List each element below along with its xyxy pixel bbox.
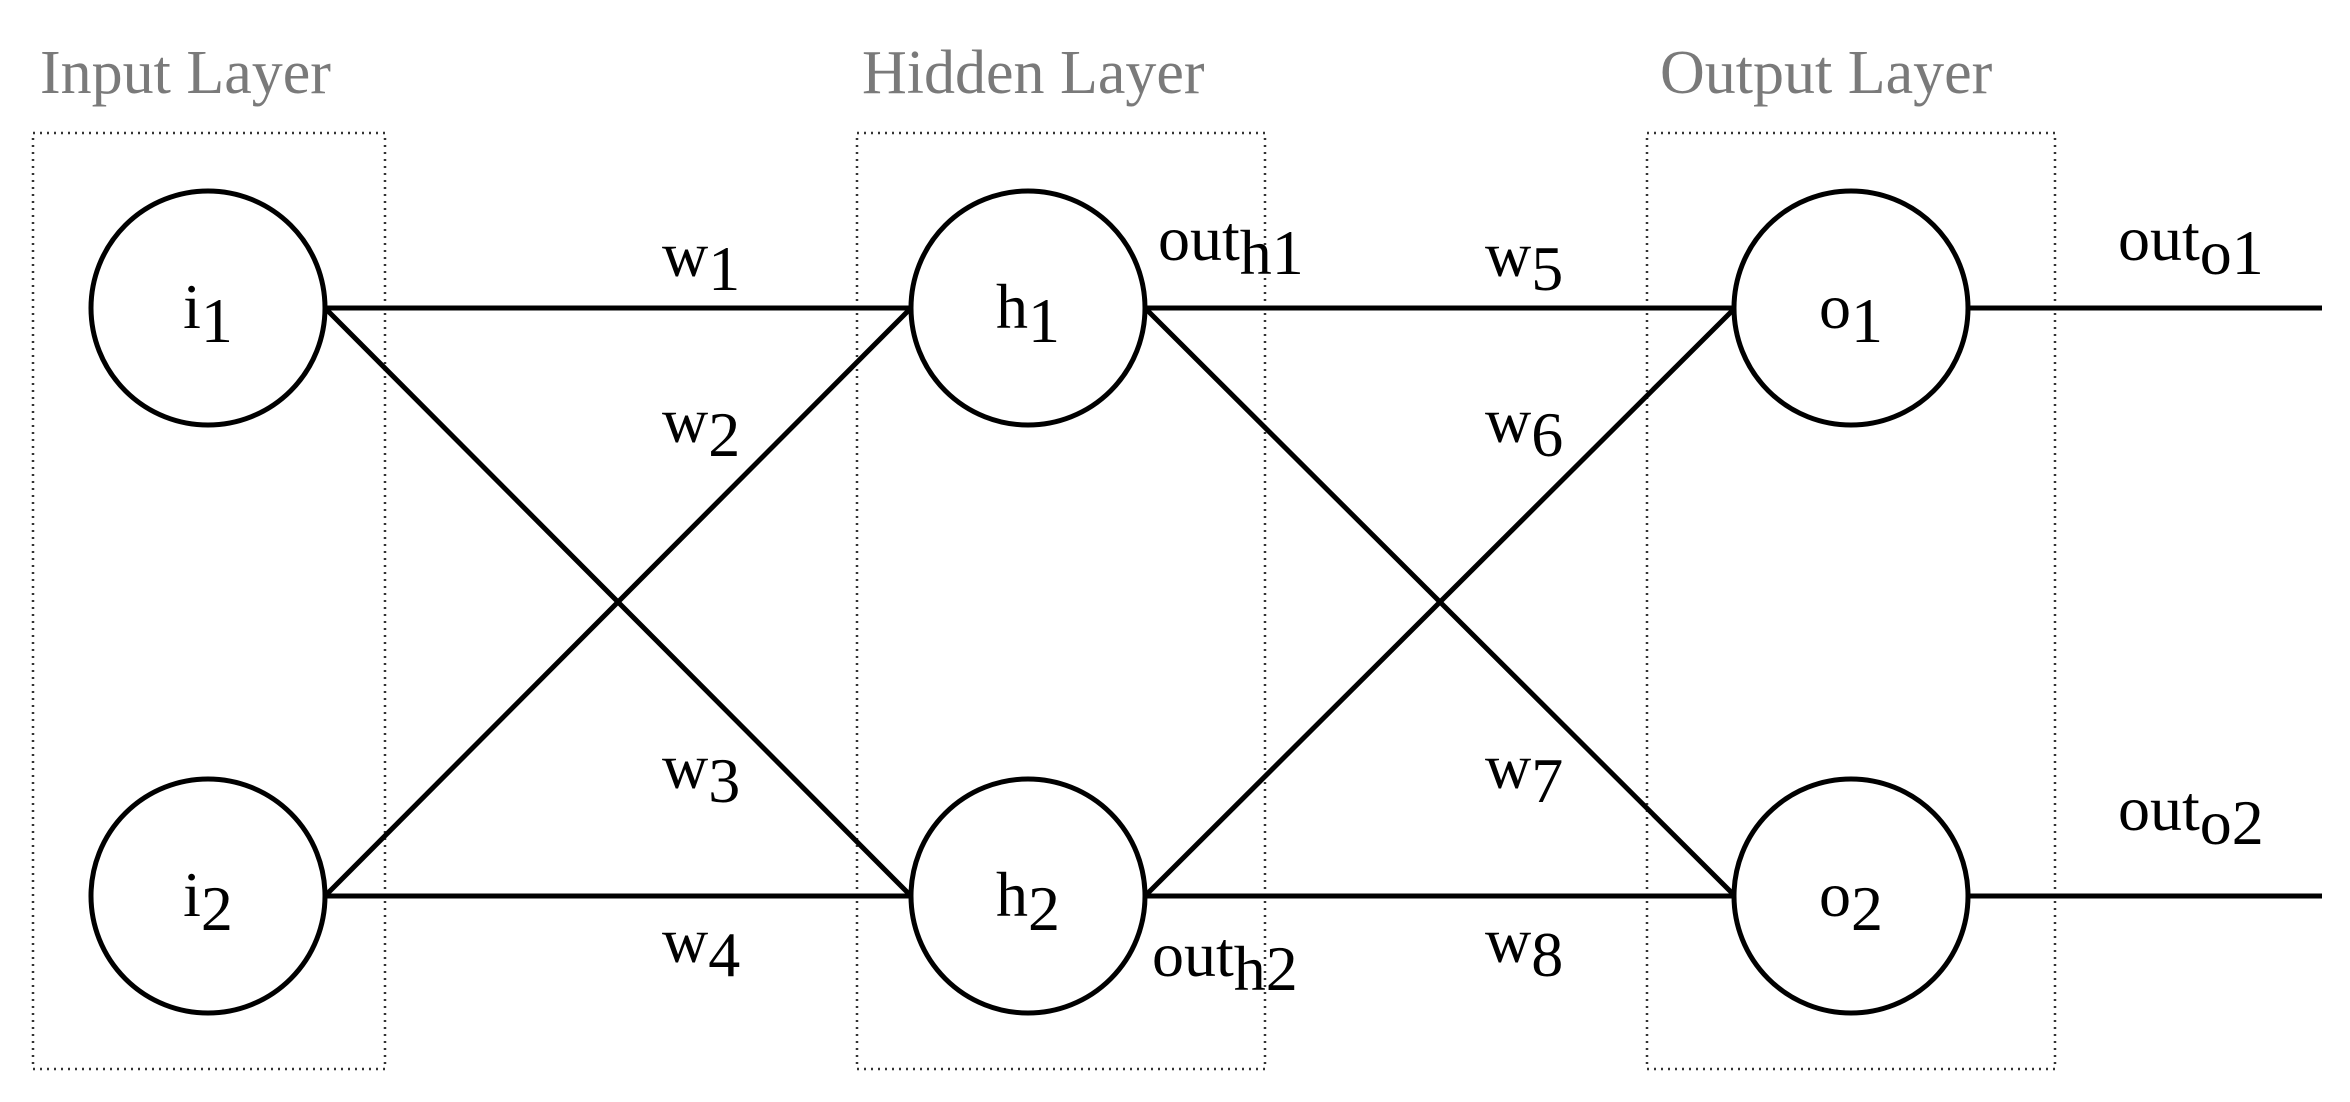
edge-i2-h1 bbox=[323, 306, 913, 898]
weight-label-w3: w3 bbox=[662, 731, 740, 816]
input-layer-box bbox=[31, 131, 387, 1071]
svg-text:i1: i1 bbox=[183, 271, 233, 356]
output-label-out-h1: outh1 bbox=[1158, 203, 1304, 288]
node-i2: i2 bbox=[88, 776, 328, 1016]
node-i1: i1 bbox=[88, 188, 328, 428]
weight-label-w2: w2 bbox=[662, 385, 740, 470]
output-label-out-o2: outo2 bbox=[2118, 773, 2264, 858]
weight-label-w4: w4 bbox=[662, 905, 740, 990]
output-label-out-o1: outo1 bbox=[2118, 203, 2264, 288]
node-o2: o2 bbox=[1731, 776, 1971, 1016]
svg-text:h1: h1 bbox=[996, 271, 1060, 356]
weight-label-w8: w8 bbox=[1485, 905, 1563, 990]
node-h2: h2 bbox=[908, 776, 1148, 1016]
weight-label-w5: w5 bbox=[1485, 219, 1563, 304]
svg-text:i2: i2 bbox=[183, 859, 233, 944]
svg-text:h2: h2 bbox=[996, 859, 1060, 944]
hidden-layer-title: Hidden Layer bbox=[862, 39, 1205, 107]
hidden-layer-box bbox=[855, 131, 1267, 1071]
weight-label-w1: w1 bbox=[662, 219, 740, 304]
output-label-out-h2: outh2 bbox=[1152, 919, 1298, 1004]
output-layer-box bbox=[1645, 131, 2057, 1071]
svg-text:o1: o1 bbox=[1819, 271, 1883, 356]
weight-label-w7: w7 bbox=[1485, 731, 1563, 816]
input-layer-title: Input Layer bbox=[40, 39, 331, 107]
edge-h2-o1 bbox=[1143, 306, 1737, 898]
output-layer-title: Output Layer bbox=[1660, 39, 1993, 107]
node-o1: o1 bbox=[1731, 188, 1971, 428]
node-h1: h1 bbox=[908, 188, 1148, 428]
svg-text:o2: o2 bbox=[1819, 859, 1883, 944]
weight-label-w6: w6 bbox=[1485, 385, 1563, 470]
